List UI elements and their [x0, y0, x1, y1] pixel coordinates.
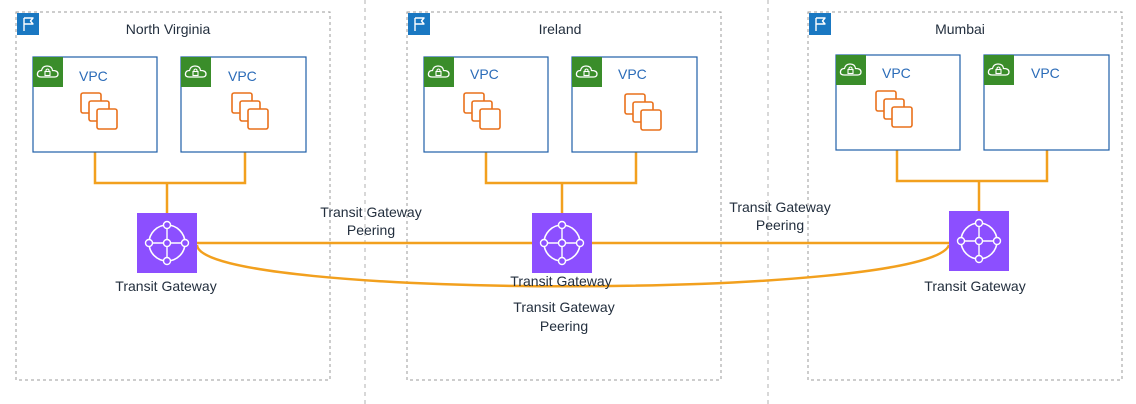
region-name: North Virginia — [126, 21, 211, 37]
region-ireland: Ireland — [406, 11, 722, 381]
vpc-cloud-lock-icon — [571, 56, 603, 88]
region-name: Ireland — [539, 21, 582, 37]
peering-label-nv-ireland: Transit Gateway Peering — [320, 204, 421, 238]
peering-label-line1: Transit Gateway — [320, 204, 421, 220]
transit-gateway-label: Transit Gateway — [510, 273, 611, 289]
vpc-cloud-lock-icon — [423, 56, 455, 88]
vpc-label: VPC — [79, 68, 108, 84]
region-flag-icon — [407, 12, 431, 36]
transit-gateway-icon — [531, 212, 593, 274]
vpc-box: VPC — [983, 54, 1110, 151]
transit-gateway-label: Transit Gateway — [115, 278, 216, 294]
transit-gateway-north-virginia: Transit Gateway — [115, 212, 217, 294]
vpc-cloud-lock-icon — [32, 56, 64, 88]
transit-gateway-icon — [948, 210, 1010, 272]
vpc-cloud-lock-icon — [835, 54, 867, 86]
vpc-box: VPC — [571, 56, 698, 153]
transit-gateway-ireland: Transit Gateway — [510, 212, 612, 289]
peering-label-nv-mumbai: Transit Gateway Peering — [513, 299, 614, 334]
region-flag-icon — [16, 12, 40, 36]
transit-gateway-icon — [136, 212, 198, 274]
vpc-label: VPC — [228, 68, 257, 84]
vpc-label: VPC — [618, 66, 647, 82]
vpc-cloud-lock-icon — [180, 56, 212, 88]
region-flag-icon — [808, 12, 832, 36]
peering-label-line2: Peering — [540, 318, 588, 334]
peering-connections — [195, 241, 951, 288]
peering-label-line1: Transit Gateway — [729, 199, 830, 215]
vpc-label: VPC — [1031, 65, 1060, 81]
transit-gateway-label: Transit Gateway — [924, 278, 1025, 294]
region-north-virginia: North Virginia — [15, 11, 331, 381]
peering-label-line2: Peering — [756, 217, 804, 233]
vpc-box: VPC — [423, 56, 549, 153]
vpc-box: VPC — [32, 56, 158, 153]
vpc-attachments — [93, 150, 1049, 213]
vpc-box: VPC — [180, 56, 307, 153]
vpc-cloud-lock-icon — [983, 54, 1015, 86]
vpc-label: VPC — [882, 65, 911, 81]
peering-line — [195, 244, 951, 288]
region-mumbai: Mumbai — [807, 11, 1123, 381]
peering-label-line1: Transit Gateway — [513, 299, 614, 315]
vpc-label: VPC — [470, 66, 499, 82]
region-name: Mumbai — [935, 21, 985, 37]
vpc-box: VPC — [835, 54, 961, 151]
peering-label-line2: Peering — [347, 222, 395, 238]
peering-label-ireland-mumbai: Transit Gateway Peering — [729, 199, 830, 233]
transit-gateway-mumbai: Transit Gateway — [924, 210, 1026, 294]
